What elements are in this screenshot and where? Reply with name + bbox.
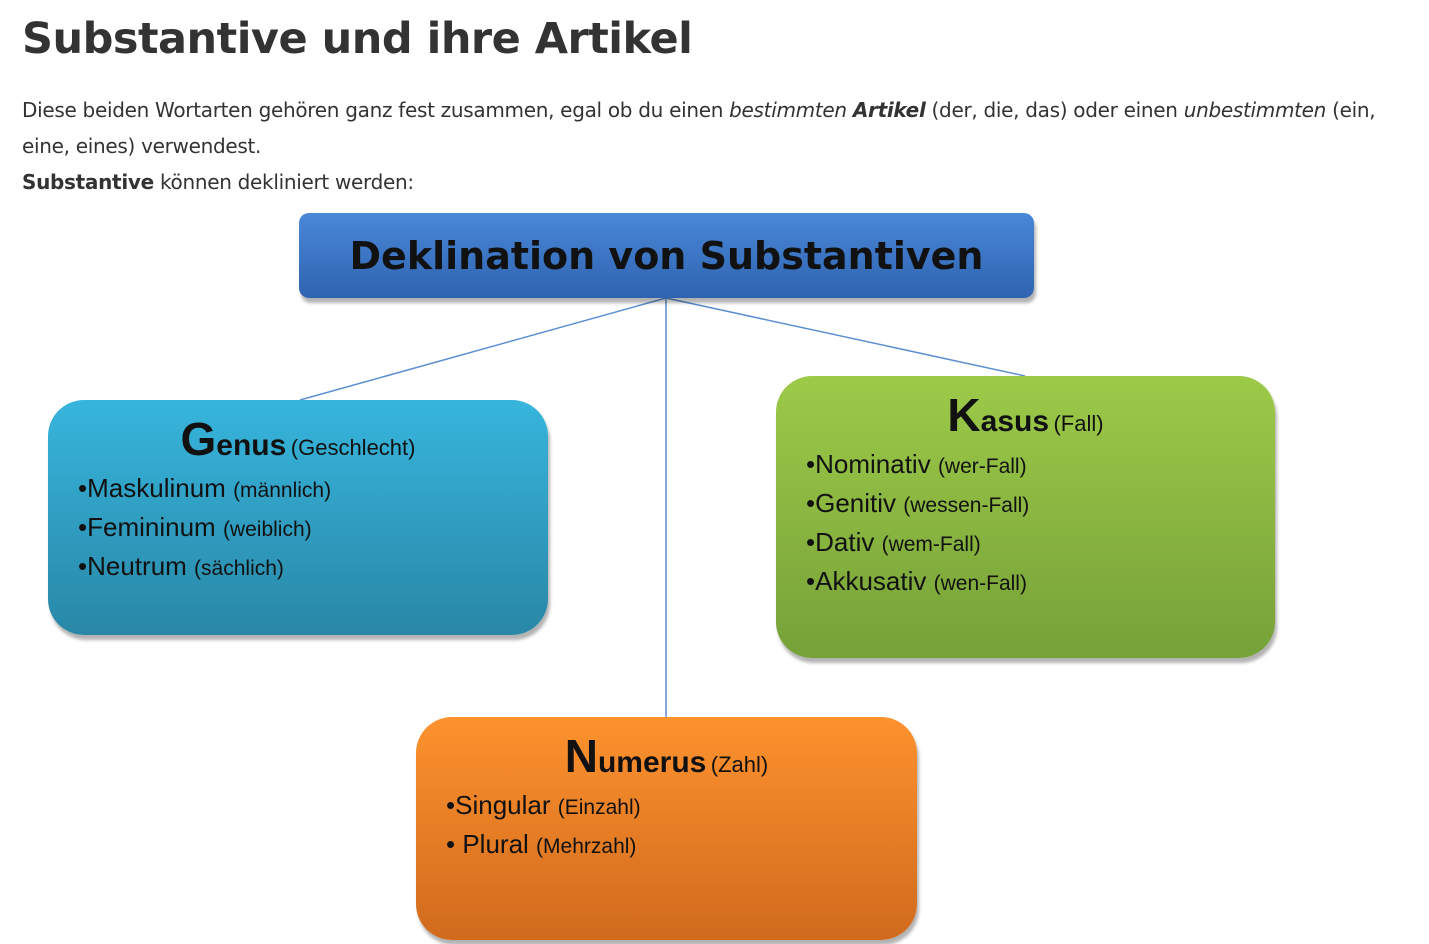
item-term: Akkusativ bbox=[815, 566, 927, 596]
item-term: Dativ bbox=[815, 527, 875, 557]
item-note: (wer-Fall) bbox=[937, 455, 1027, 478]
numerus-title: Numerus (Zahl) bbox=[416, 729, 917, 783]
item-term: Femininum bbox=[87, 512, 216, 542]
item-term: Singular bbox=[455, 790, 551, 820]
item-note: (männlich) bbox=[233, 479, 332, 502]
intro-text-1: Diese beiden Wortarten gehören ganz fest… bbox=[22, 98, 730, 122]
title-initial: K bbox=[947, 389, 981, 441]
list-item: •Dativ (wem-Fall) bbox=[806, 527, 981, 557]
item-note: (wen-Fall) bbox=[933, 572, 1027, 595]
intro-italic-bestimmten: bestimmten bbox=[729, 98, 847, 122]
list-item: •Maskulinum (männlich) bbox=[78, 473, 332, 503]
list-item: •Akkusativ (wen-Fall) bbox=[806, 566, 1027, 596]
kasus-box: Kasus (Fall) •Nominativ (wer-Fall) •Geni… bbox=[776, 376, 1275, 658]
title-note: (Fall) bbox=[1053, 411, 1104, 436]
title-rest: enus bbox=[216, 429, 287, 462]
list-item: •Genitiv (wessen-Fall) bbox=[806, 488, 1030, 518]
item-term: Nominativ bbox=[815, 449, 931, 479]
item-note: (wem-Fall) bbox=[881, 533, 981, 556]
item-term: Neutrum bbox=[87, 551, 187, 581]
item-note: (Einzahl) bbox=[557, 796, 641, 819]
page-title: Substantive und ihre Artikel bbox=[22, 14, 693, 64]
title-rest: umerus bbox=[597, 746, 707, 779]
title-note: (Zahl) bbox=[710, 752, 769, 777]
list-item: •Singular (Einzahl) bbox=[446, 790, 641, 820]
item-term: Plural bbox=[455, 829, 529, 859]
list-item: • Plural (Mehrzahl) bbox=[446, 829, 637, 859]
connector-genus bbox=[299, 297, 667, 401]
title-rest: asus bbox=[980, 405, 1050, 438]
item-note: (wessen-Fall) bbox=[903, 494, 1030, 517]
intro-italic-unbestimmten: unbestimmten bbox=[1183, 98, 1327, 122]
kasus-list: •Nominativ (wer-Fall) •Genitiv (wessen-F… bbox=[776, 446, 1275, 602]
item-note: (weiblich) bbox=[222, 518, 312, 541]
connector-kasus bbox=[665, 297, 1026, 377]
item-term: Maskulinum bbox=[87, 473, 226, 503]
intro-bold-artikel: Artikel bbox=[852, 98, 926, 122]
intro-bold-substantive: Substantive bbox=[22, 170, 154, 194]
item-note: (sächlich) bbox=[194, 557, 284, 580]
numerus-list: •Singular (Einzahl) • Plural (Mehrzahl) bbox=[416, 787, 917, 865]
genus-box: Genus (Geschlecht) •Maskulinum (männlich… bbox=[48, 400, 548, 635]
list-item: •Femininum (weiblich) bbox=[78, 512, 312, 542]
diagram-header: Deklination von Substantiven bbox=[299, 213, 1034, 298]
numerus-box: Numerus (Zahl) •Singular (Einzahl) • Plu… bbox=[416, 717, 917, 940]
title-initial: G bbox=[180, 413, 217, 465]
title-initial: N bbox=[564, 730, 598, 782]
intro-text-3: (ein, eine, eines) verwendest. bbox=[22, 98, 1376, 158]
genus-title: Genus (Geschlecht) bbox=[48, 412, 548, 466]
list-item: •Nominativ (wer-Fall) bbox=[806, 449, 1027, 479]
kasus-title: Kasus (Fall) bbox=[776, 388, 1275, 442]
intro-text: Diese beiden Wortarten gehören ganz fest… bbox=[22, 92, 1412, 200]
intro-text-4: können dekliniert werden: bbox=[153, 170, 414, 194]
title-note: (Geschlecht) bbox=[290, 435, 416, 460]
intro-text-2: (der, die, das) oder einen bbox=[925, 98, 1184, 122]
item-term: Genitiv bbox=[815, 488, 897, 518]
item-note: (Mehrzahl) bbox=[536, 835, 637, 858]
list-item: •Neutrum (sächlich) bbox=[78, 551, 284, 581]
genus-list: •Maskulinum (männlich) •Femininum (weibl… bbox=[48, 470, 548, 587]
